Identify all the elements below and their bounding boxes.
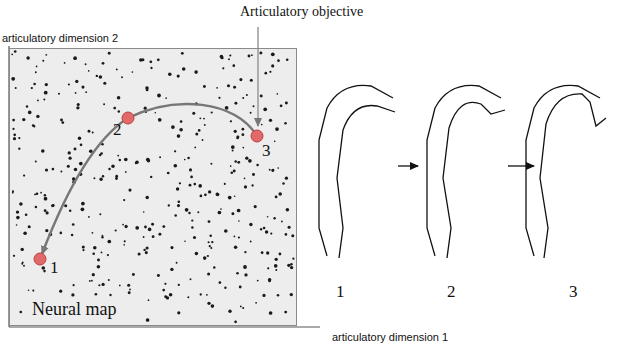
- callout-number: 2: [447, 283, 456, 300]
- objective-pointer: [257, 27, 259, 126]
- objective-label: Articulatory objective: [240, 5, 363, 19]
- map-title: Neural map: [32, 300, 116, 318]
- callout-number: 1: [50, 259, 59, 276]
- vocal-tract-1: [319, 85, 395, 258]
- map-ground: [9, 48, 297, 326]
- point-2: [122, 112, 134, 124]
- axis-label: articulatory dimension 1: [332, 332, 448, 343]
- neural-map: Neural map: [9, 48, 297, 326]
- point-1: [34, 253, 46, 265]
- vocal-tract-2: [427, 85, 505, 258]
- neuron-dots: [11, 50, 294, 323]
- callout-number: 2: [113, 121, 122, 138]
- trajectory: [42, 104, 257, 254]
- callout-number: 3: [262, 142, 271, 159]
- axis-1: [9, 326, 320, 327]
- point-3: [251, 130, 263, 142]
- step-arrow: [508, 165, 534, 166]
- step-arrow: [398, 165, 418, 166]
- vocal-tract-3: [526, 85, 606, 258]
- axis-label: articulatory dimension 2: [2, 33, 118, 44]
- callout-number: 1: [336, 283, 345, 300]
- callout-number: 3: [569, 283, 578, 300]
